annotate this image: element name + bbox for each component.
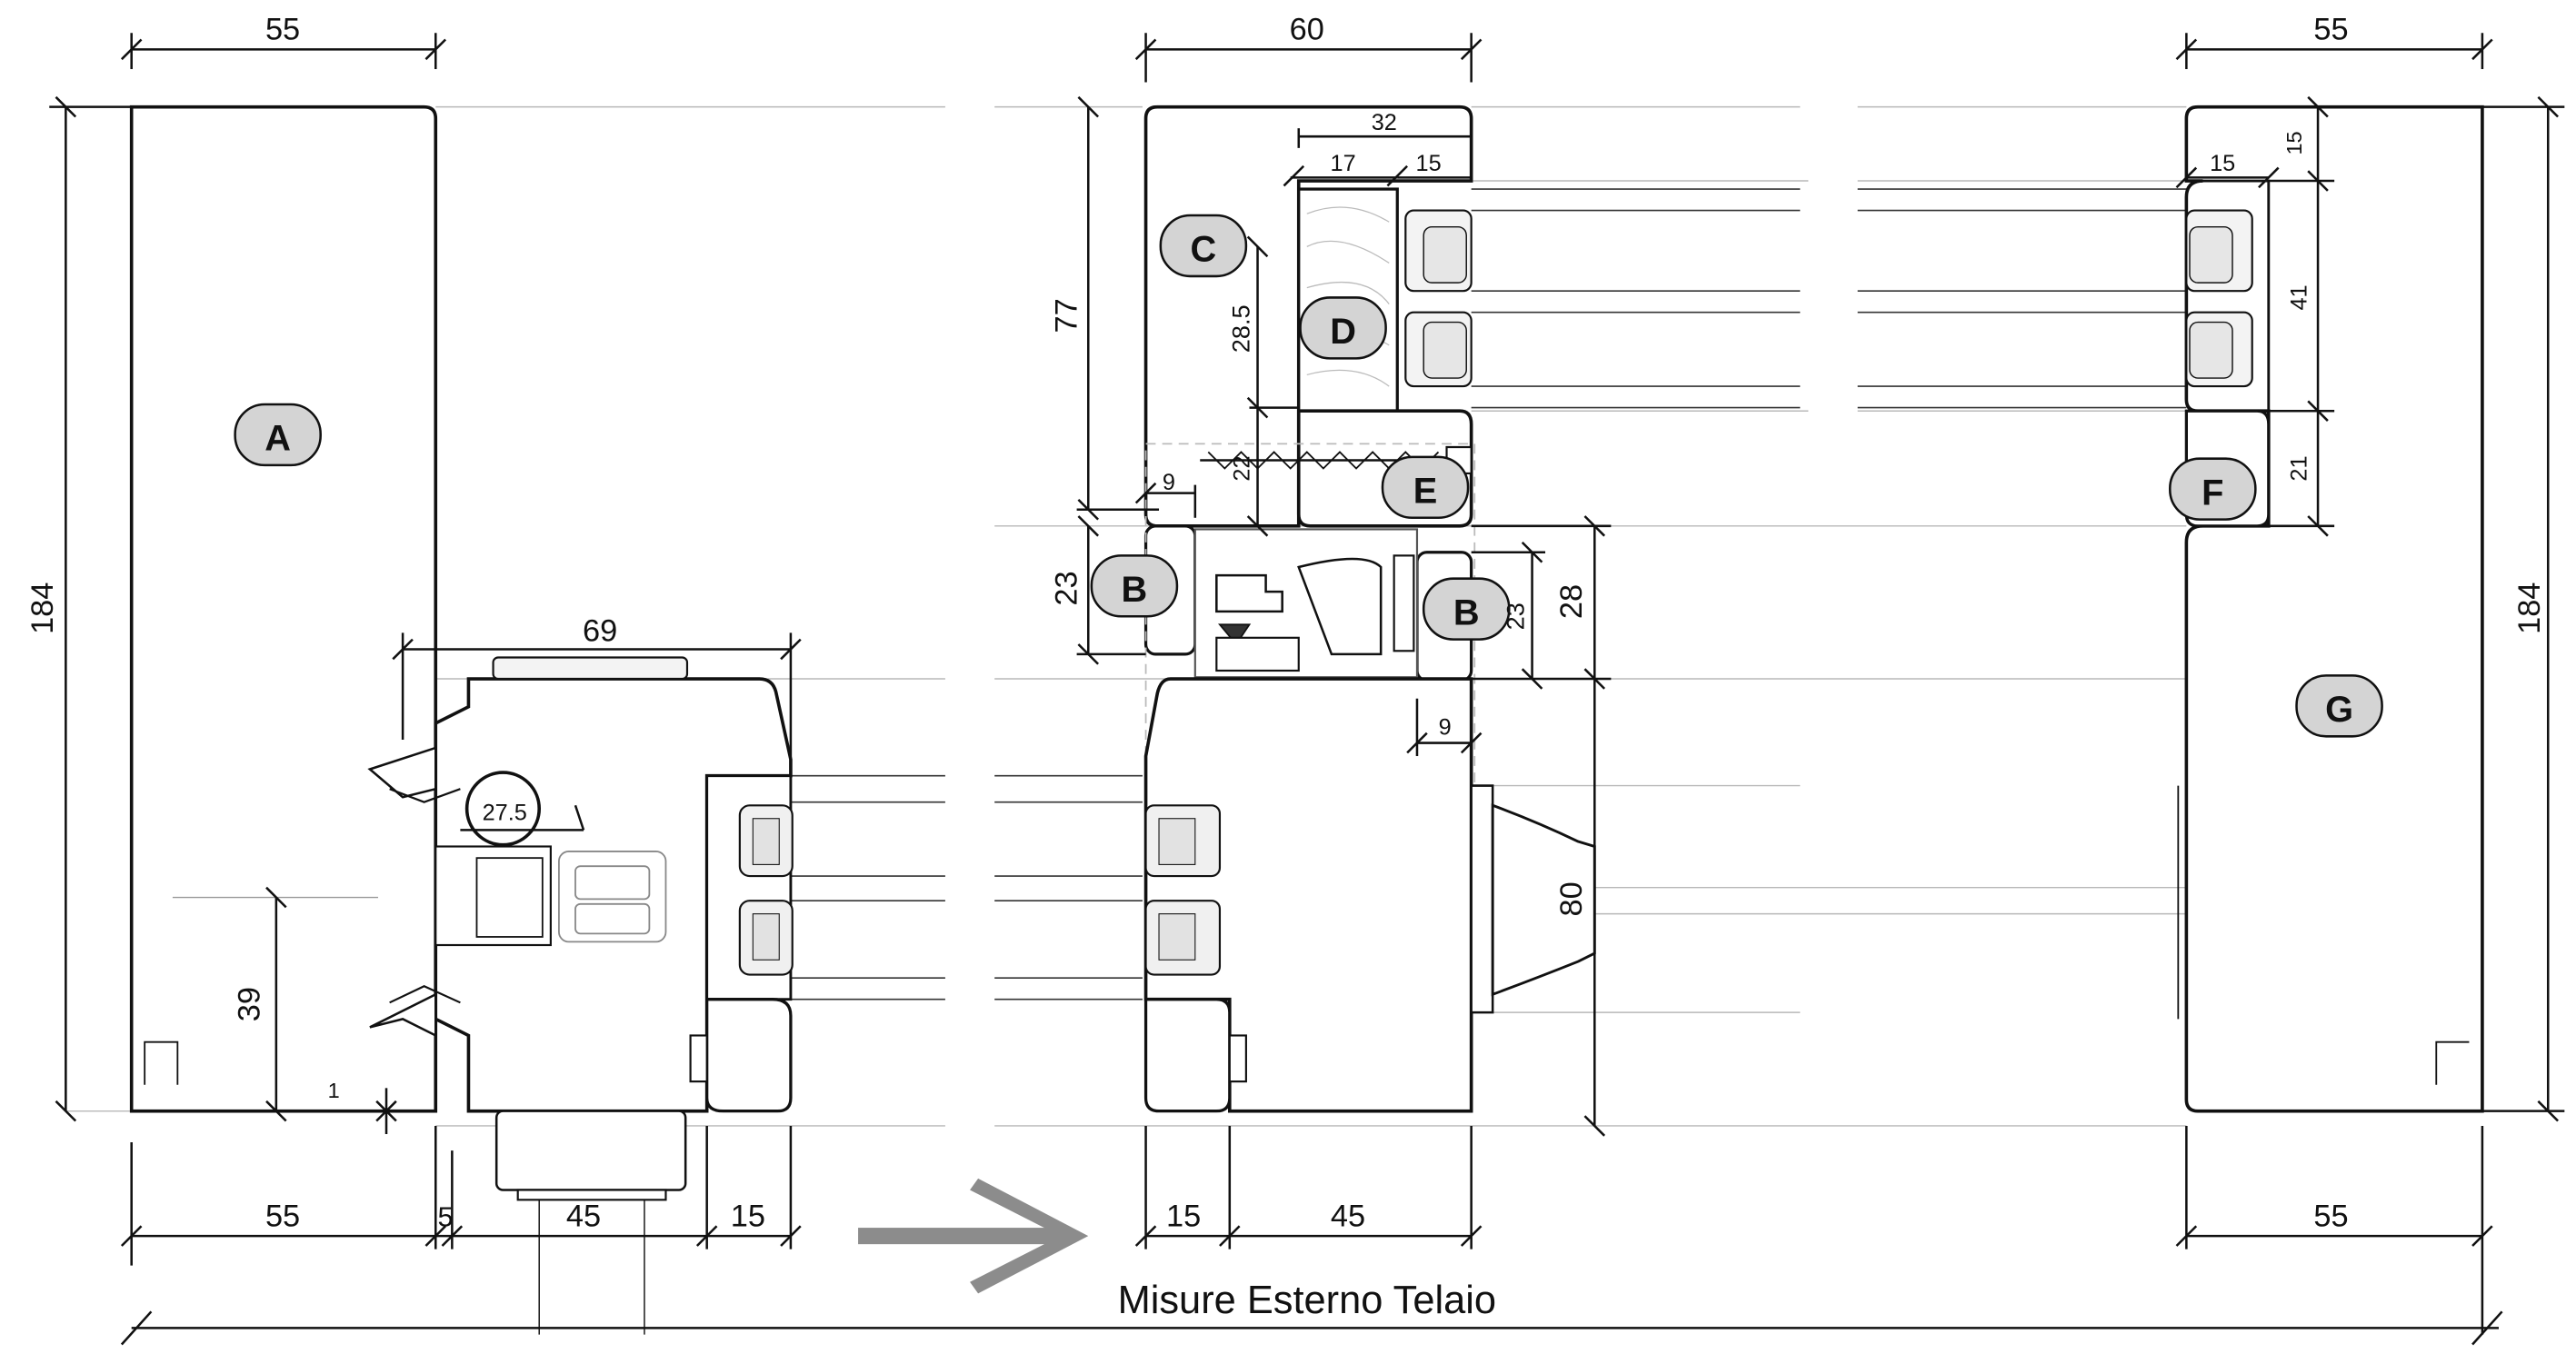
dim-23-left: 23 — [1050, 571, 1084, 605]
dim-bottom-left-45: 45 — [566, 1199, 601, 1233]
dim-1: 1 — [328, 1079, 340, 1102]
panel-a — [129, 105, 438, 1113]
dim-bottom-mid-45: 45 — [1331, 1199, 1365, 1233]
direction-arrow — [858, 1178, 1089, 1294]
dim-17: 17 — [1331, 151, 1356, 176]
dim-bottom-left-55: 55 — [265, 1199, 300, 1233]
dim-28: 28 — [1554, 584, 1589, 619]
dim-top-left-55: 55 — [265, 12, 300, 46]
dim-27-5: 27.5 — [483, 801, 527, 826]
dim-69: 69 — [583, 613, 617, 648]
dim-22: 22 — [1229, 455, 1254, 481]
glass-lines — [789, 188, 2187, 1001]
dim-9-top: 9 — [1163, 470, 1175, 495]
callout-c-label: C — [1191, 230, 1217, 270]
dim-right-15-side: 15 — [2210, 151, 2235, 176]
dim-bottom-right-55: 55 — [2313, 1199, 2348, 1233]
callout-f-label: F — [2202, 473, 2223, 513]
dimension-labels: 55 60 55 184 184 69 27.5 39 1 55 5 45 15… — [25, 12, 2547, 1233]
dim-28-5: 28.5 — [1226, 304, 1254, 353]
callout-a-badge — [234, 403, 322, 467]
dim-top-right-55: 55 — [2313, 12, 2348, 46]
dim-39: 39 — [233, 987, 267, 1021]
callout-b-right-label: B — [1453, 592, 1480, 632]
dim-top-mid-60: 60 — [1290, 12, 1324, 46]
lower-sash — [1143, 677, 1473, 1113]
callout-d-label: D — [1330, 312, 1356, 352]
dim-23-right: 23 — [1502, 602, 1530, 630]
dim-right-15-top: 15 — [2282, 131, 2306, 154]
left-section — [129, 105, 794, 1335]
dim-80: 80 — [1554, 881, 1589, 916]
dim-right-21: 21 — [2286, 455, 2311, 481]
callout-a-label: A — [265, 419, 291, 459]
dim-bottom-left-15: 15 — [731, 1199, 765, 1233]
dim-15-mid: 15 — [1416, 151, 1442, 176]
dim-bottom-5: 5 — [438, 1200, 454, 1232]
callout-b-left-label: B — [1122, 570, 1148, 610]
dim-left-184: 184 — [25, 582, 60, 634]
dim-32: 32 — [1372, 110, 1397, 135]
dim-9-bottom: 9 — [1439, 715, 1452, 741]
dim-77: 77 — [1050, 298, 1084, 333]
callouts: A B B C D E F G — [234, 214, 2383, 738]
callout-e-label: E — [1413, 472, 1438, 512]
right-section — [2177, 105, 2484, 1113]
dim-bottom-mid-15: 15 — [1166, 1199, 1201, 1233]
dim-right-184: 184 — [2512, 582, 2547, 634]
caption: Misure Esterno Telaio — [1118, 1279, 1496, 1322]
callout-g-label: G — [2325, 690, 2353, 730]
dim-right-41: 41 — [2286, 284, 2311, 310]
dimension-lines — [49, 33, 2565, 1346]
